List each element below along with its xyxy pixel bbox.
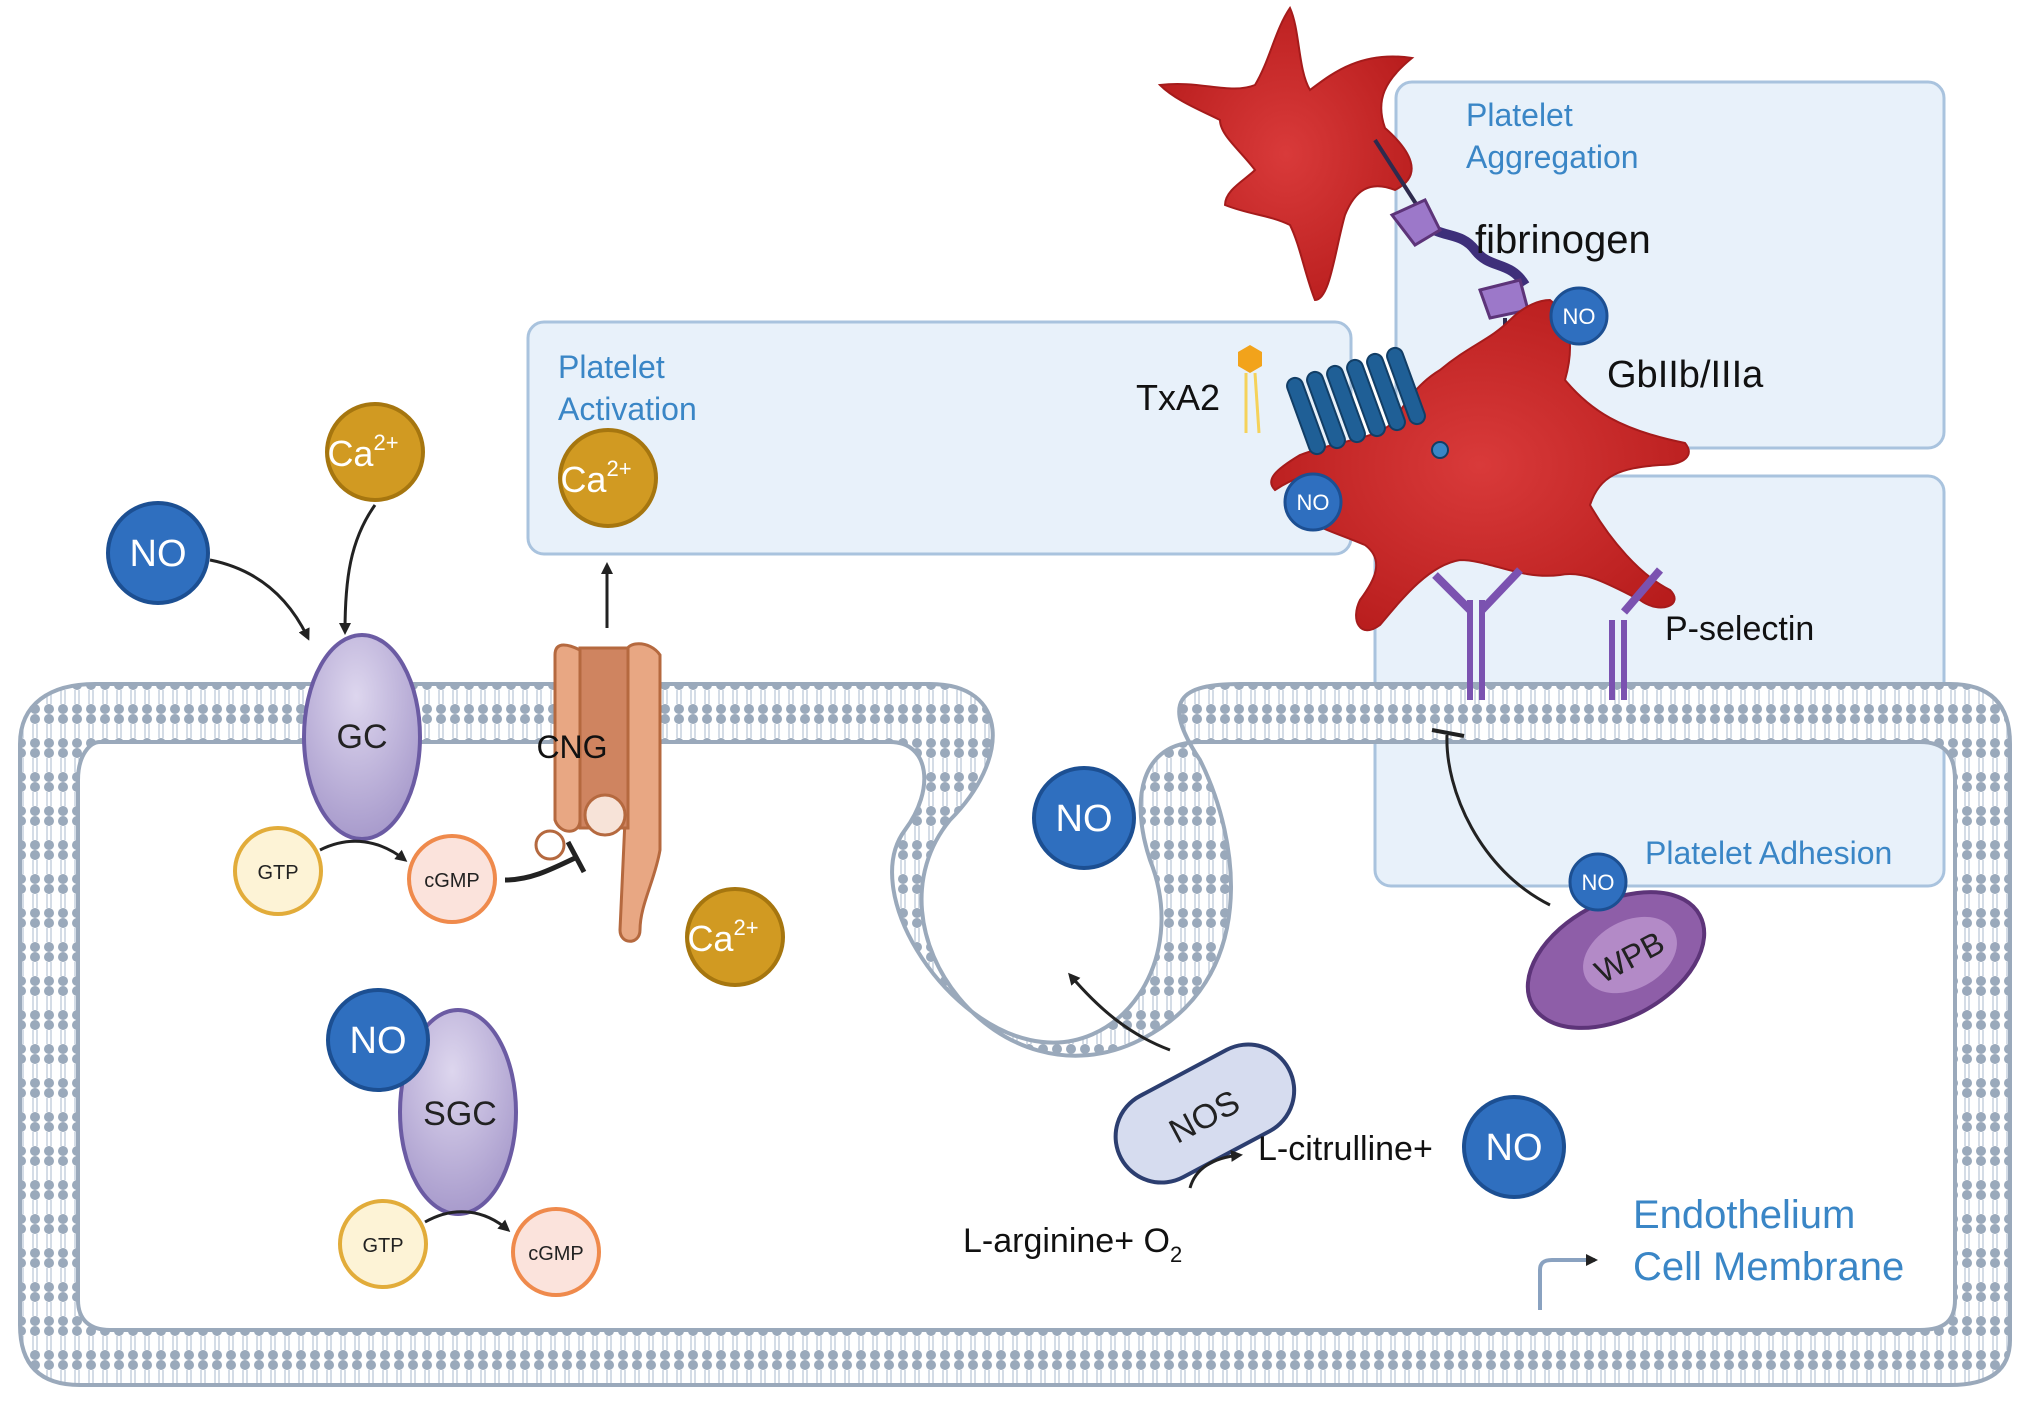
platelet-activation-label-1: Platelet (558, 349, 665, 385)
p-selectin-label: P-selectin (1665, 610, 1814, 648)
arrow-nos-to-vesicle (1068, 972, 1171, 1052)
txa2-tail-2 (1253, 372, 1261, 434)
arrow-ca-to-gc (339, 504, 377, 635)
cell-membrane (18, 682, 2012, 1387)
no-platelet-top-label: NO (1563, 304, 1596, 329)
platelet-aggregation-label-2: Aggregation (1466, 139, 1639, 175)
arrow-gtp-cgmp-bottom (424, 1210, 511, 1232)
nos-enzyme (1113, 1042, 1297, 1185)
ca-ion-activation (558, 428, 658, 528)
fibrinogen-label: fibrinogen (1475, 218, 1651, 262)
sgc-label: SGC (423, 1095, 497, 1133)
cgmp-top (407, 834, 497, 924)
ca-inside-label: Ca2+ (687, 915, 758, 959)
ca-activation-label: Ca2+ (560, 456, 631, 500)
gp-receptor-label: GbIIb/IIIa (1607, 354, 1764, 396)
cgmp-bottom (511, 1207, 601, 1297)
no-on-platelet-top (1549, 286, 1609, 346)
gc-receptor (302, 633, 422, 841)
wpb-highlight (1583, 916, 1677, 994)
no-wpb-label: NO (1582, 870, 1615, 895)
no-vesicle (1032, 766, 1136, 870)
txa2-receptor (1286, 346, 1449, 459)
txa2-ligand-icon (1238, 345, 1262, 373)
no-molecule-left (106, 501, 210, 605)
platelet-activation-label-2: Activation (558, 391, 697, 427)
endothelium-label: Endothelium (1633, 1193, 1855, 1237)
platelet-adhesion-label: Platelet Adhesion (1645, 835, 1892, 871)
membrane-pointer-arrow (1538, 1254, 1598, 1310)
inhibit-cgmp-cng (504, 855, 577, 883)
ca-top-label: Ca2+ (327, 430, 398, 474)
gc-label: GC (337, 718, 388, 756)
inhibit-wpb-adhesion (1445, 734, 1551, 907)
inhibit-bar (565, 840, 587, 874)
arrow-gtp-cgmp-top (319, 839, 408, 862)
fibrinogen-tether-top (1373, 138, 1422, 212)
gpiib-receptor-top (1389, 198, 1442, 247)
sgc-enzyme (398, 1008, 518, 1216)
txa2-label: TxA2 (1136, 377, 1220, 418)
gtp-bottom-label: GTP (362, 1235, 403, 1257)
platelet-aggregation-label-1: Platelet (1466, 97, 1573, 133)
platelet-top (1157, 5, 1415, 302)
gtp-top (233, 826, 323, 916)
no-vesicle-label: NO (1056, 798, 1113, 840)
p-selectin-receptor-left (1432, 567, 1523, 700)
gtp-top-label: GTP (257, 862, 298, 884)
l-arginine-label: L-arginine+ O2 (963, 1222, 1182, 1267)
arrow-no-to-gc (209, 558, 310, 641)
ca-ion-top (325, 402, 425, 502)
no-left-label: NO (130, 533, 187, 575)
no-product-label: NO (1486, 1127, 1543, 1169)
ca-ion-inside (685, 887, 785, 987)
no-on-platelet-left (1283, 472, 1343, 532)
cng-channel (534, 642, 662, 943)
no-on-sgc (326, 988, 430, 1092)
no-product (1462, 1095, 1566, 1199)
cgmp-top-label: cGMP (424, 870, 480, 892)
no-on-wpb (1568, 852, 1628, 912)
cng-label: CNG (536, 729, 607, 765)
no-sgc-label: NO (350, 1020, 407, 1062)
no-platelet-left-label: NO (1297, 490, 1330, 515)
cgmp-bottom-label: cGMP (528, 1243, 584, 1265)
p-selectin-receptor-right (1609, 567, 1664, 700)
cell-membrane-label: Cell Membrane (1633, 1245, 1904, 1289)
l-citrulline-label: L-citrulline+ (1258, 1130, 1433, 1168)
gtp-bottom (338, 1199, 428, 1289)
inhibit-bar-wpb (1431, 728, 1465, 738)
arrow-arginine-citrulline (1188, 1149, 1243, 1189)
